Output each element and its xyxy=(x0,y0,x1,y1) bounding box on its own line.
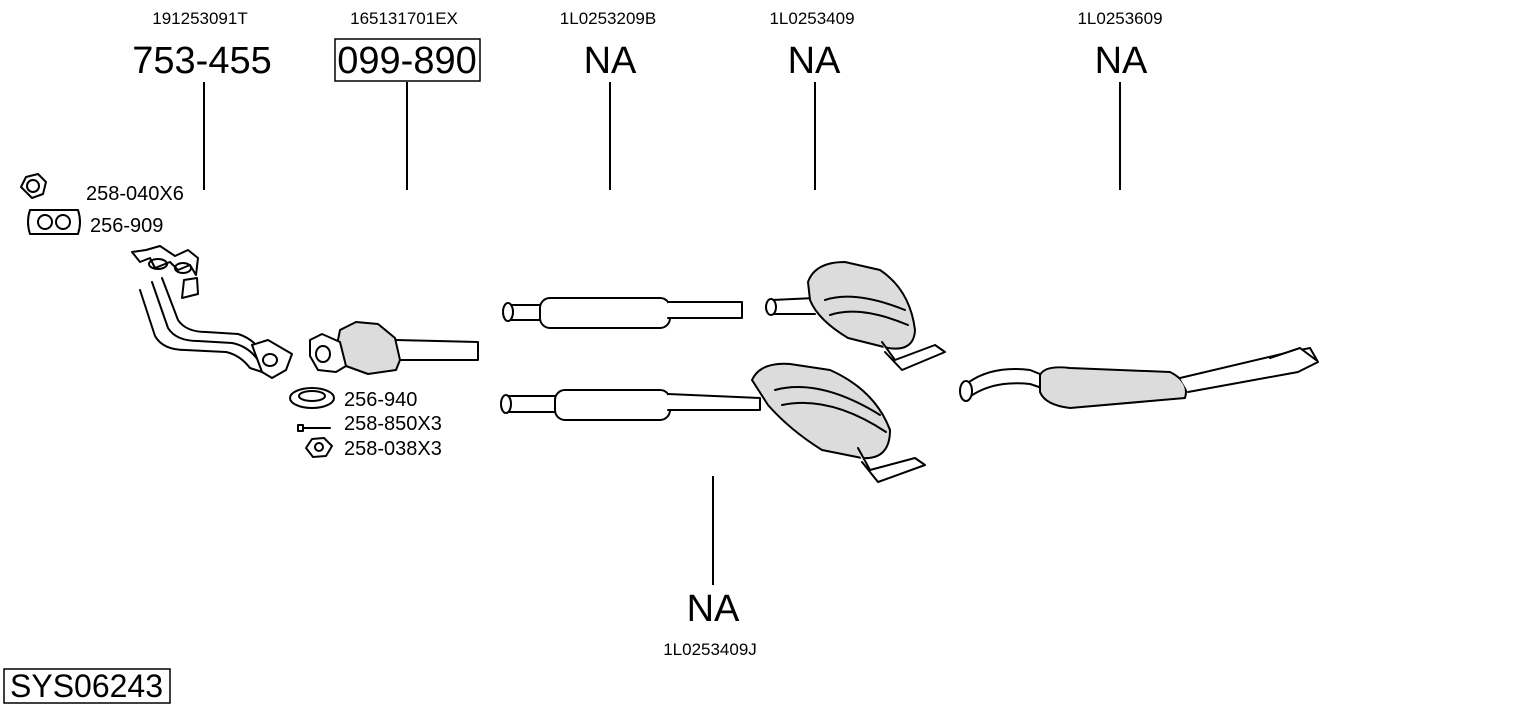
rear-silencer-drawing xyxy=(959,347,1319,409)
part-number-middle-silencer[interactable]: NA xyxy=(788,40,841,82)
ring-gasket-icon xyxy=(289,387,335,409)
part-number-box xyxy=(334,38,481,82)
accessory-label-bolt[interactable]: 258-850X3 xyxy=(344,413,442,435)
part-number-front-pipe[interactable]: 753-455 xyxy=(132,40,271,82)
system-code-box xyxy=(3,668,171,704)
middle-silencer-drawing xyxy=(765,261,946,371)
oe-number-front-pipe: 191253091T xyxy=(152,9,247,28)
bolt-icon xyxy=(297,424,331,432)
flange-nut-icon xyxy=(305,437,333,458)
centre-pipe-drawing xyxy=(502,297,743,329)
manifold-gasket-icon xyxy=(27,209,81,235)
hex-nut-icon xyxy=(20,173,47,199)
front-pipe-drawing xyxy=(131,245,293,379)
system-code: SYS06243 xyxy=(10,668,163,704)
accessory-label-manifold-gasket[interactable]: 256-909 xyxy=(90,215,163,237)
oe-number-middle-silencer-variant: 1L0253409J xyxy=(663,640,757,659)
part-number-centre-pipe[interactable]: NA xyxy=(584,40,637,82)
oe-number-centre-pipe: 1L0253209B xyxy=(560,9,656,28)
accessory-label-flange-nut[interactable]: 258-038X3 xyxy=(344,438,442,460)
oe-number-rear-silencer: 1L0253609 xyxy=(1077,9,1162,28)
accessory-label-ring-gasket[interactable]: 256-940 xyxy=(344,389,417,411)
oe-number-catalytic-converter: 165131701EX xyxy=(350,9,458,28)
part-number-rear-silencer[interactable]: NA xyxy=(1095,40,1148,82)
oe-number-middle-silencer: 1L0253409 xyxy=(769,9,854,28)
part-number-middle-silencer-variant[interactable]: NA xyxy=(687,588,740,630)
accessory-label-hex-nut[interactable]: 258-040X6 xyxy=(86,183,184,205)
part-number-catalytic-converter[interactable]: 099-890 xyxy=(337,40,476,82)
catalytic-converter-drawing xyxy=(309,321,479,375)
middle-silencer-variant-drawing xyxy=(500,362,926,483)
